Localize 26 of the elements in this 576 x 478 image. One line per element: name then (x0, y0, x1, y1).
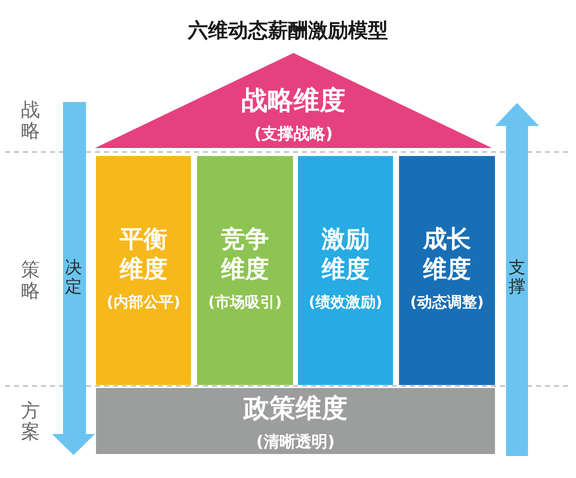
dimension-subtitle: (清晰透明) (256, 432, 335, 452)
dimension-title: 激励维度 (320, 224, 370, 284)
dimension-title: 成长维度 (422, 224, 472, 284)
dimension-title: 战略维度 (242, 85, 346, 117)
dimension-column (96, 156, 191, 385)
dimension-title: 平衡维度 (118, 224, 168, 284)
diagram-title: 六维动态薪酬激励模型 (186, 18, 389, 42)
dimension-title: 政策维度 (244, 394, 348, 424)
dimension-column (298, 156, 393, 385)
dimension-subtitle: (市场吸引) (208, 292, 282, 312)
level-label: 战略 (21, 100, 40, 142)
dimension-title: 竞争维度 (220, 224, 270, 284)
dimension-column (197, 156, 293, 385)
level-label: 策略 (21, 260, 40, 302)
dimension-subtitle: (内部公平) (106, 292, 180, 312)
dimension-subtitle: (动态调整) (410, 292, 484, 312)
direction-arrow (495, 103, 539, 456)
dimension-column (399, 156, 495, 385)
dimension-subtitle: (绩效激励) (308, 292, 382, 312)
direction-arrow (52, 102, 95, 455)
arrow-label: 支撑 (508, 259, 526, 296)
foundation-block (96, 388, 495, 454)
arrow-label: 决定 (65, 259, 82, 296)
level-label: 方案 (21, 401, 40, 443)
dimension-subtitle: (支撑战略) (254, 124, 333, 144)
roof-triangle (95, 53, 492, 148)
